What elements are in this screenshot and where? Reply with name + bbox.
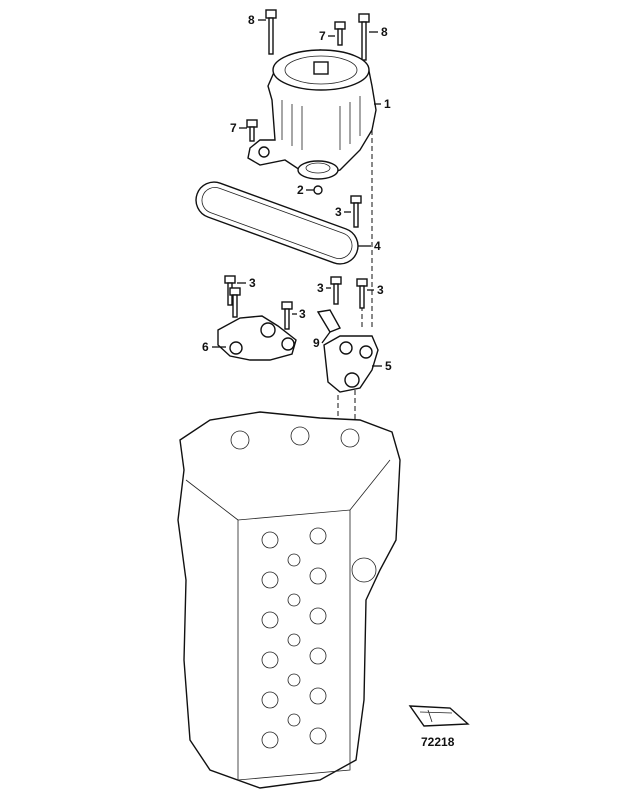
callout-3: 3 [317, 281, 324, 295]
bolt-3-belt [350, 195, 362, 228]
callout-8: 8 [381, 25, 388, 39]
figure-number: 72218 [421, 735, 455, 749]
callout-5: 5 [385, 359, 392, 373]
bolt-8-left [265, 9, 277, 55]
bolt-7-top [334, 21, 346, 46]
leader-lines [212, 19, 382, 367]
callout-8: 8 [248, 13, 255, 27]
callout-7: 7 [319, 29, 326, 43]
bolt-8-right [358, 13, 370, 61]
clip-9 [316, 309, 341, 333]
cylinder-head-bolts [261, 527, 327, 749]
alternator [247, 49, 377, 195]
callout-2: 2 [297, 183, 304, 197]
callout-6: 6 [202, 340, 209, 354]
callout-3: 3 [249, 276, 256, 290]
drive-belt [195, 181, 359, 265]
boat-locator-icon [408, 705, 470, 727]
bolts-3-bracket6 [224, 275, 293, 330]
callout-4: 4 [374, 239, 381, 253]
callout-3: 3 [377, 283, 384, 297]
callout-3: 3 [299, 307, 306, 321]
bracket-6 [217, 315, 297, 361]
callout-3: 3 [335, 205, 342, 219]
callout-7: 7 [230, 121, 237, 135]
bracket-5 [323, 335, 379, 393]
callout-1: 1 [384, 97, 391, 111]
engine-block [177, 411, 401, 789]
bolts-3-bracket5 [330, 276, 368, 309]
callout-9: 9 [313, 336, 320, 350]
callout-labels: 8 7 8 1 7 2 3 4 3 3 3 3 9 6 5 72218 [202, 13, 455, 749]
bolt-7-left [246, 119, 258, 142]
